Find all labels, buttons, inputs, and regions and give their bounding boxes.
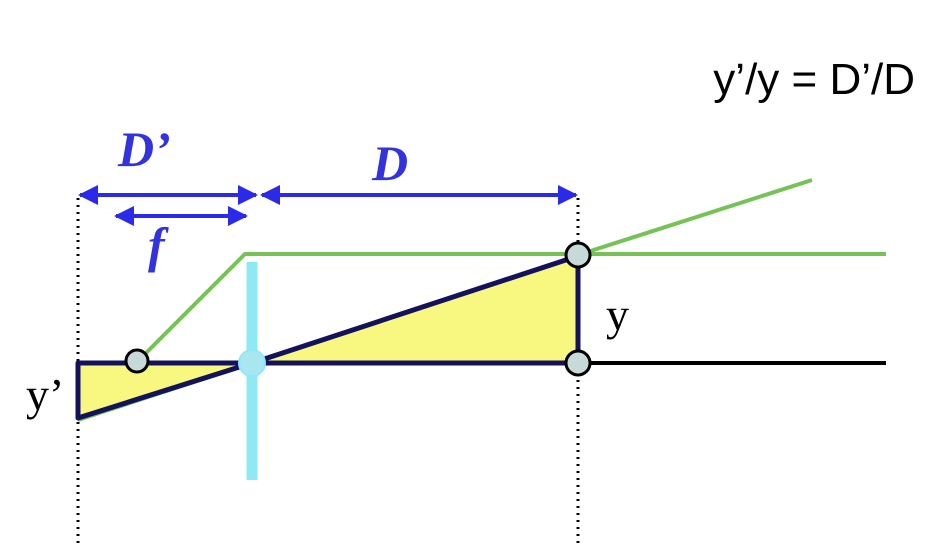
chief-ray-extension [577, 178, 813, 257]
f-label: f [148, 217, 169, 273]
object-triangle-outline [251, 253, 581, 366]
d-label: D [371, 135, 408, 191]
focal-point [124, 348, 150, 374]
object-base-point [564, 349, 592, 377]
y-prime-label: y’ [26, 369, 64, 420]
y-label: y [606, 289, 629, 340]
image-triangle-outline [75, 360, 253, 421]
d-prime-label: D’ [117, 121, 171, 177]
ratio-formula: y’/y = D’/D [713, 55, 915, 104]
parallel-ray [135, 252, 886, 364]
lens-center-point [238, 349, 266, 377]
object-top-point [564, 241, 592, 269]
